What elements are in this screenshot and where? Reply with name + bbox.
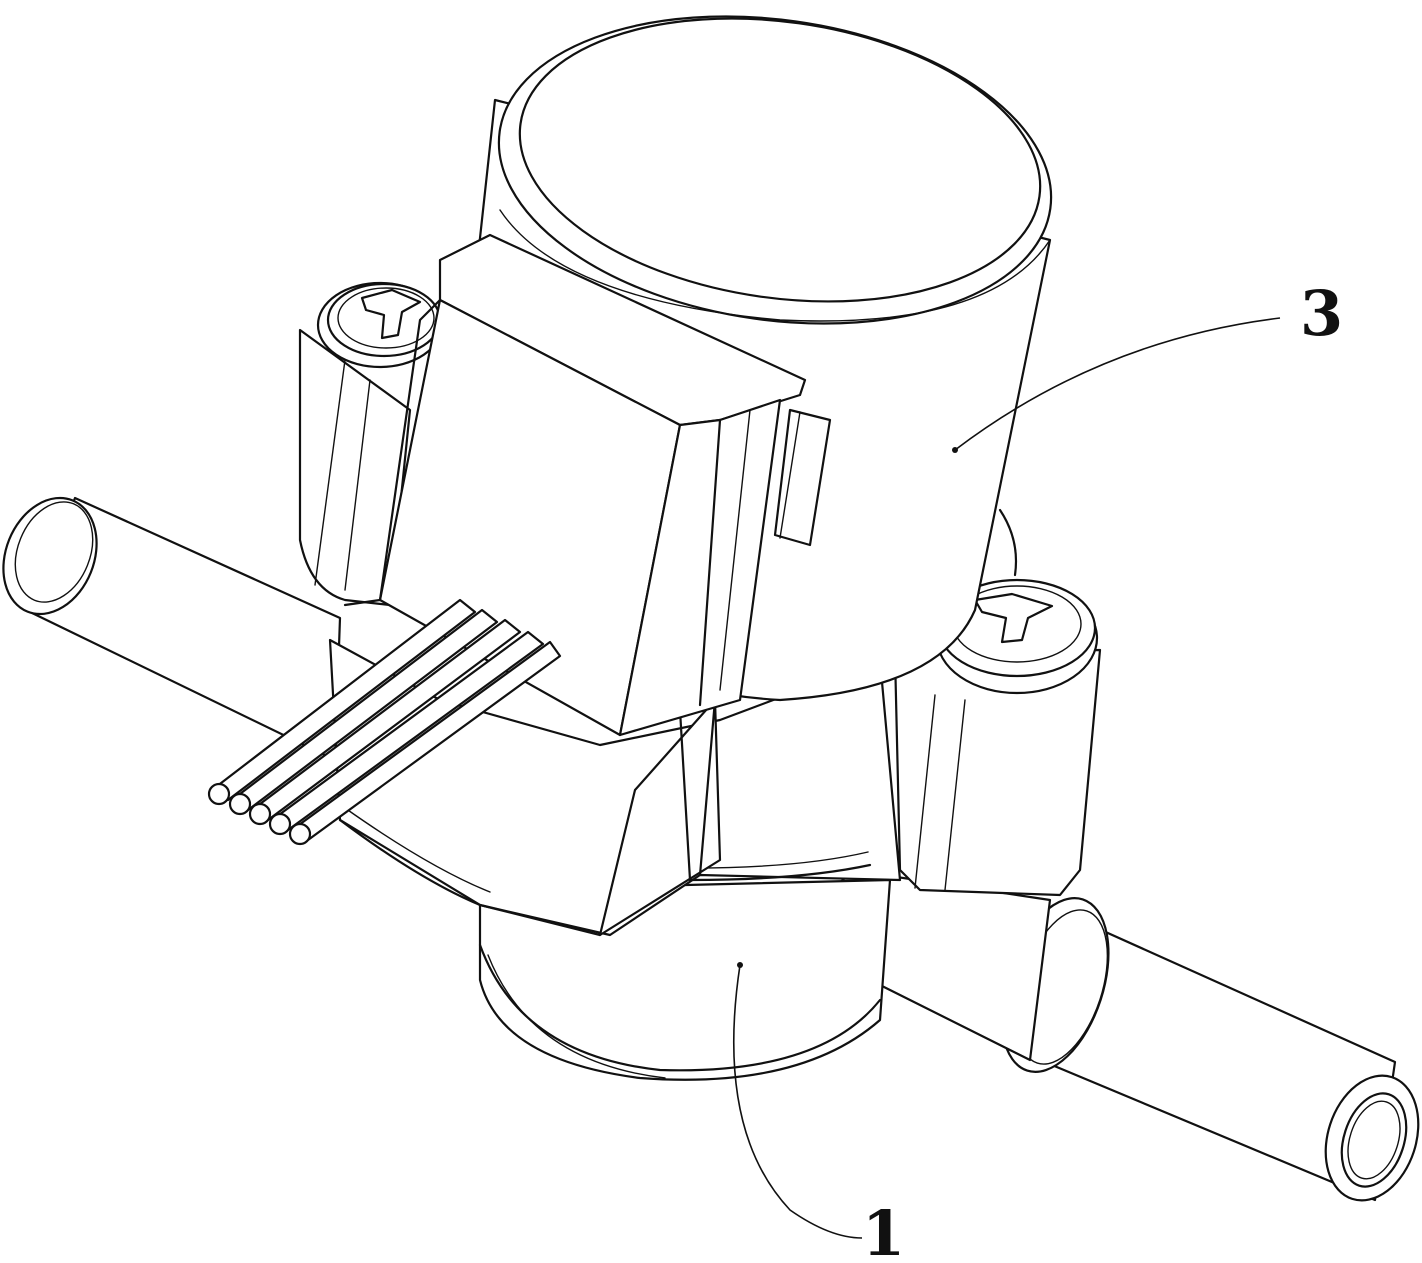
right-pipe — [815, 868, 1420, 1202]
leader-dot-1 — [737, 962, 743, 968]
leader-dot-3 — [952, 447, 958, 453]
leader-line-1 — [732, 964, 863, 1239]
right-screw-boss — [893, 578, 1102, 897]
callout-3-group: 3 — [952, 277, 1343, 453]
right-screw-cross-icon — [973, 592, 1054, 644]
wire-5 — [288, 640, 562, 846]
left-screw-boss — [298, 281, 444, 607]
callout-label-3: 3 — [1300, 277, 1343, 350]
wire-3 — [248, 618, 522, 826]
callout-1-group: 1 — [732, 962, 905, 1263]
left-screw-cross-icon — [360, 288, 422, 340]
callout-label-1: 1 — [862, 1197, 905, 1263]
wire-4 — [268, 630, 545, 836]
wire-bundle — [207, 598, 562, 846]
left-pipe — [2, 496, 342, 762]
wire-1 — [207, 598, 477, 806]
leader-line-3 — [954, 317, 1281, 451]
wire-2 — [228, 608, 499, 816]
